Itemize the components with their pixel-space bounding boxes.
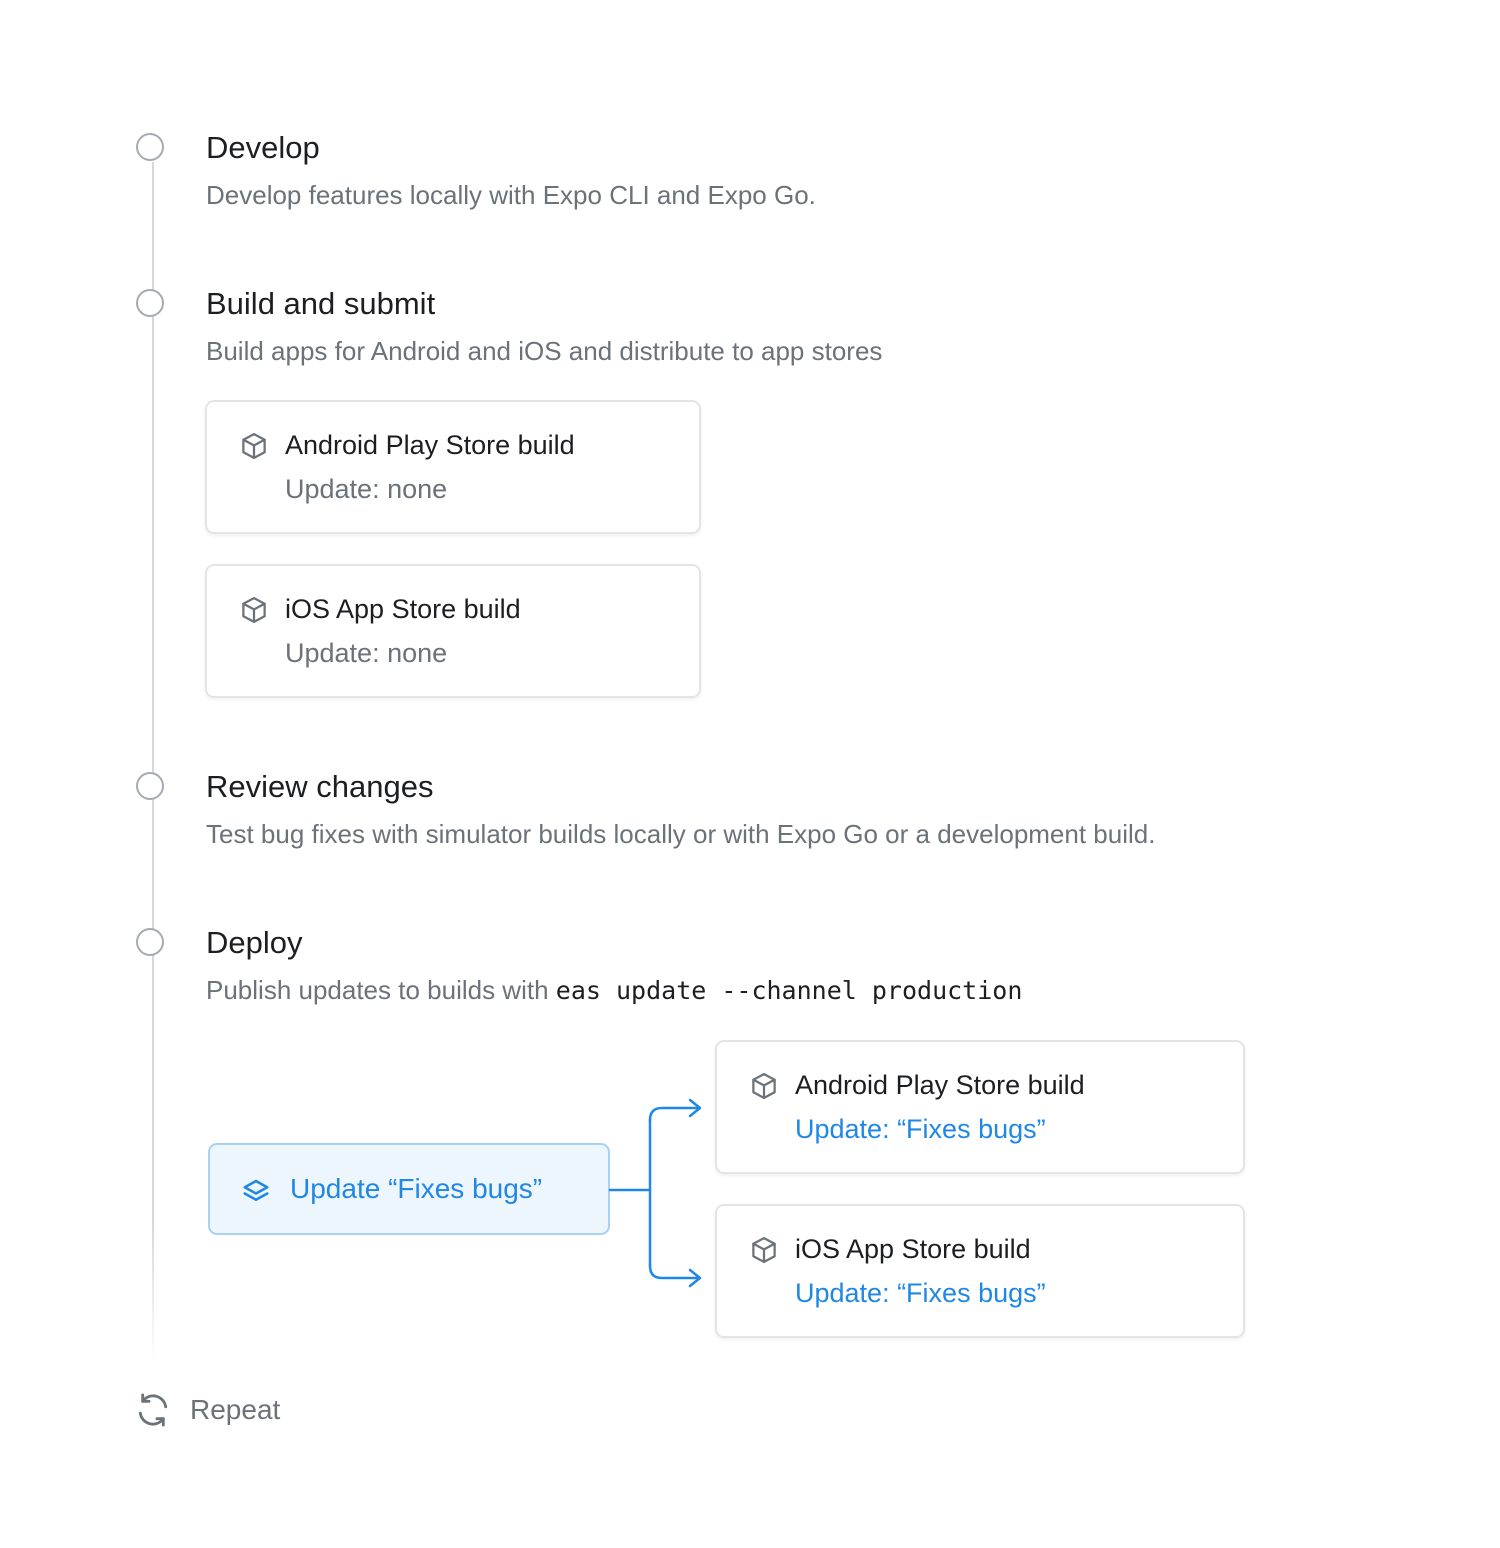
build-card-title: iOS App Store build: [285, 594, 521, 624]
step-description-review: Test bug fixes with simulator builds loc…: [206, 819, 1156, 849]
connector-arrows: [608, 1098, 702, 1288]
build-card-android: Android Play Store build Update: none: [205, 400, 701, 534]
step-title-deploy: Deploy: [206, 925, 303, 960]
step-title-build: Build and submit: [206, 286, 436, 321]
build-card-ios: iOS App Store build Update: none: [205, 564, 701, 698]
arrow-head-icon: [688, 1268, 702, 1288]
arrow-head-icon: [688, 1098, 702, 1118]
deploy-card-title: Android Play Store build: [795, 1070, 1085, 1100]
deploy-card-update: Update: “Fixes bugs”: [795, 1114, 1046, 1144]
connector-branch-bottom: [648, 1264, 700, 1280]
cube-icon: [242, 597, 266, 623]
deploy-card-update: Update: “Fixes bugs”: [795, 1278, 1046, 1308]
cube-icon: [752, 1237, 776, 1263]
repeat-label: Repeat: [190, 1394, 281, 1425]
update-label: Update “Fixes bugs”: [290, 1173, 543, 1204]
deploy-card-ios: iOS App Store build Update: “Fixes bugs”: [715, 1204, 1245, 1338]
update-box: Update “Fixes bugs”: [208, 1143, 610, 1235]
step-marker-build: [136, 289, 164, 317]
step-title-develop: Develop: [206, 130, 320, 165]
deploy-description-text: Publish updates to builds with: [206, 975, 549, 1005]
cube-icon: [242, 433, 266, 459]
timeline-line: [152, 162, 154, 1367]
build-card-title: Android Play Store build: [285, 430, 575, 460]
step-description-develop: Develop features locally with Expo CLI a…: [206, 180, 816, 210]
build-card-update: Update: none: [285, 474, 448, 504]
deploy-card-title: iOS App Store build: [795, 1234, 1031, 1264]
step-marker-deploy: [136, 928, 164, 956]
connector-branch-top: [648, 1106, 700, 1122]
step-marker-review: [136, 772, 164, 800]
step-title-review: Review changes: [206, 769, 434, 804]
deploy-command: eas update --channel production: [555, 976, 1023, 1005]
refresh-icon: [138, 1393, 168, 1427]
build-card-update: Update: none: [285, 638, 448, 668]
step-marker-develop: [136, 133, 164, 161]
layers-icon: [243, 1179, 269, 1201]
cube-icon: [752, 1073, 776, 1099]
step-description-deploy: Publish updates to builds with eas updat…: [206, 974, 1022, 1007]
step-description-build: Build apps for Android and iOS and distr…: [206, 336, 883, 366]
deploy-card-android: Android Play Store build Update: “Fixes …: [715, 1040, 1245, 1174]
